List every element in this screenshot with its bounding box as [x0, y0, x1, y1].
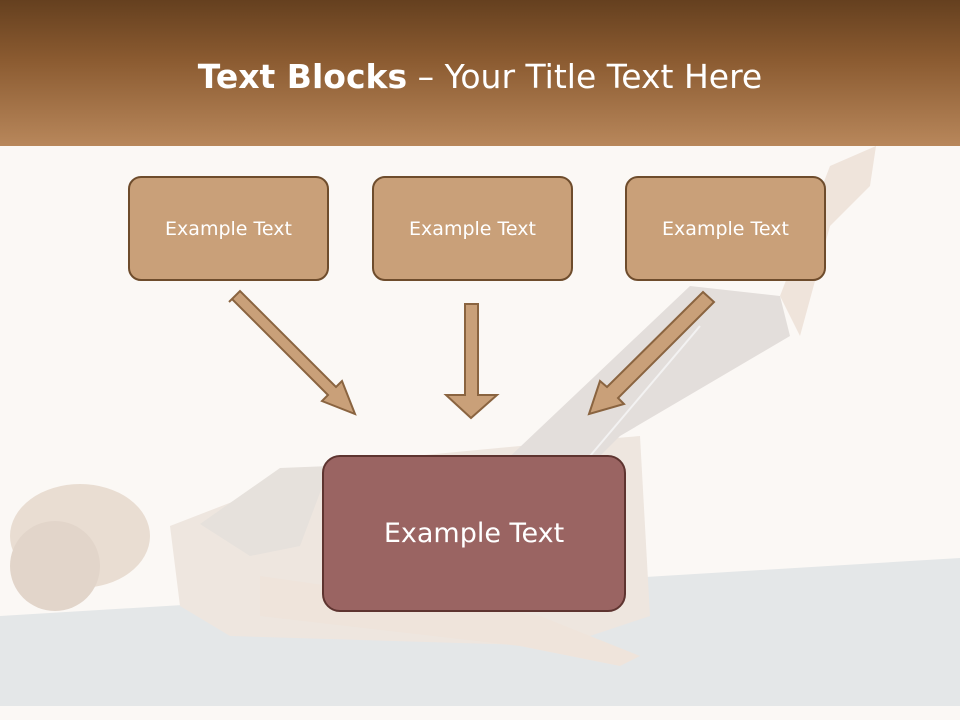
title-dash: –: [417, 57, 435, 96]
arrow-left: [228, 289, 357, 416]
text-block-2: Example Text: [372, 176, 573, 281]
title-bold: Text Blocks: [197, 57, 408, 96]
arrow-center: [443, 303, 500, 420]
target-text-block-label: Example Text: [383, 518, 565, 549]
arrow-right: [587, 290, 716, 416]
text-block-2-label: Example Text: [409, 217, 536, 240]
text-block-3-label: Example Text: [662, 217, 789, 240]
title-banner: [0, 0, 960, 146]
title-rest: Your Title Text Here: [444, 57, 763, 96]
slide-title: Text Blocks – Your Title Text Here: [0, 55, 960, 99]
text-block-3: Example Text: [625, 176, 826, 281]
text-block-1-label: Example Text: [165, 217, 292, 240]
target-text-block: Example Text: [322, 455, 626, 612]
text-block-1: Example Text: [128, 176, 329, 281]
